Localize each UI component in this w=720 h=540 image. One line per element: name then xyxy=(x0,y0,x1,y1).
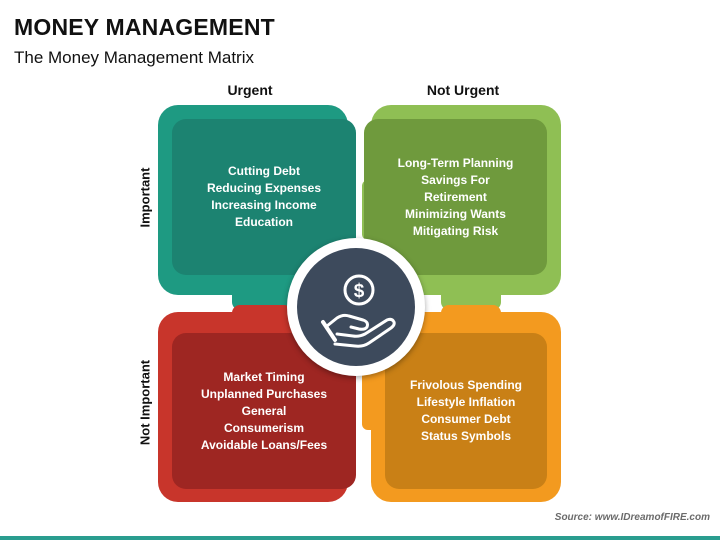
quadrant-line: Mitigating Risk xyxy=(412,223,499,238)
quadrant-line: Savings For xyxy=(421,172,490,187)
quadrant-line: Cutting Debt xyxy=(228,164,300,178)
quadrant-line: Avoidable Loans/Fees xyxy=(200,437,328,452)
quadrant-line: Status Symbols xyxy=(420,429,511,443)
page-title: MONEY MANAGEMENT xyxy=(14,14,275,40)
column-label-not-urgent: Not Urgent xyxy=(426,82,500,98)
quadrant-connector-tab xyxy=(362,370,376,430)
quadrant-line: Frivolous Spending xyxy=(409,378,522,392)
quadrant-line: Unplanned Purchases xyxy=(200,386,328,401)
quadrant-line: General xyxy=(241,403,287,418)
center-badge-core: $ xyxy=(297,248,415,366)
quadrant-line: Market Timing xyxy=(223,369,305,384)
quadrant-line: Increasing Income xyxy=(211,198,317,212)
source-citation: Source: www.IDreamofFIRE.com xyxy=(554,512,710,523)
row-label-not-important: Not Important xyxy=(137,359,153,446)
quadrant-connector-tab xyxy=(232,305,292,333)
column-label-urgent: Urgent xyxy=(227,82,273,98)
bottom-accent-bar xyxy=(0,536,720,540)
svg-text:$: $ xyxy=(354,281,365,302)
center-badge: $ xyxy=(287,238,425,376)
quadrant-line: Minimizing Wants xyxy=(405,206,506,221)
page-subtitle: The Money Management Matrix xyxy=(14,48,254,67)
quadrant-line: Education xyxy=(234,215,293,229)
quadrant-line: Retirement xyxy=(424,189,487,204)
row-label-important: Important xyxy=(137,167,153,228)
quadrant-line: Reducing Expenses xyxy=(206,181,322,195)
quadrant-line: Long-Term Planning xyxy=(397,155,514,170)
quadrant-line: Consumerism xyxy=(223,420,304,435)
quadrant-line: Consumer Debt xyxy=(421,412,511,426)
quadrant-line: Lifestyle Inflation xyxy=(416,395,516,409)
hand-holding-dollar-icon: $ xyxy=(321,274,396,348)
quadrant-connector-tab xyxy=(441,305,501,333)
